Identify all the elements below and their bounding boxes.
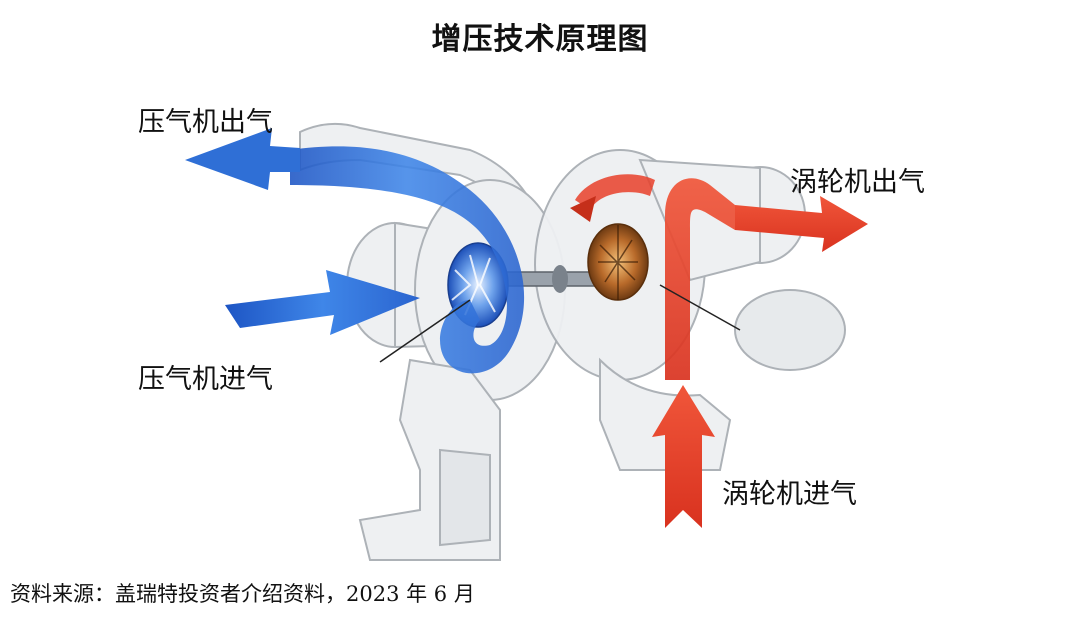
- turbine-wheel: [587, 223, 649, 301]
- turbine-in-arrow: [652, 385, 715, 528]
- turbine-swirl-arrow: [570, 196, 596, 222]
- label-compressor-in: 压气机进气: [138, 364, 273, 395]
- source-note: 资料来源：盖瑞特投资者介绍资料，2023 年 6 月: [10, 582, 475, 606]
- label-turbine-out: 涡轮机出气: [790, 167, 925, 198]
- turbine-flow-band: [665, 178, 735, 380]
- turbine-out-arrow: [735, 196, 868, 252]
- label-turbine-in: 涡轮机进气: [722, 479, 857, 510]
- diagram-title: 增压技术原理图: [431, 22, 649, 57]
- compressor-in-leader: [379, 299, 471, 363]
- compressor-out-arrow: [185, 128, 300, 190]
- compressor-flow-band: [290, 146, 525, 374]
- turbine-swirl: [575, 174, 655, 210]
- turbine-in-leader: [659, 284, 741, 331]
- label-compressor-out: 压气机出气: [138, 107, 273, 138]
- compressor-in-arrow: [225, 270, 420, 335]
